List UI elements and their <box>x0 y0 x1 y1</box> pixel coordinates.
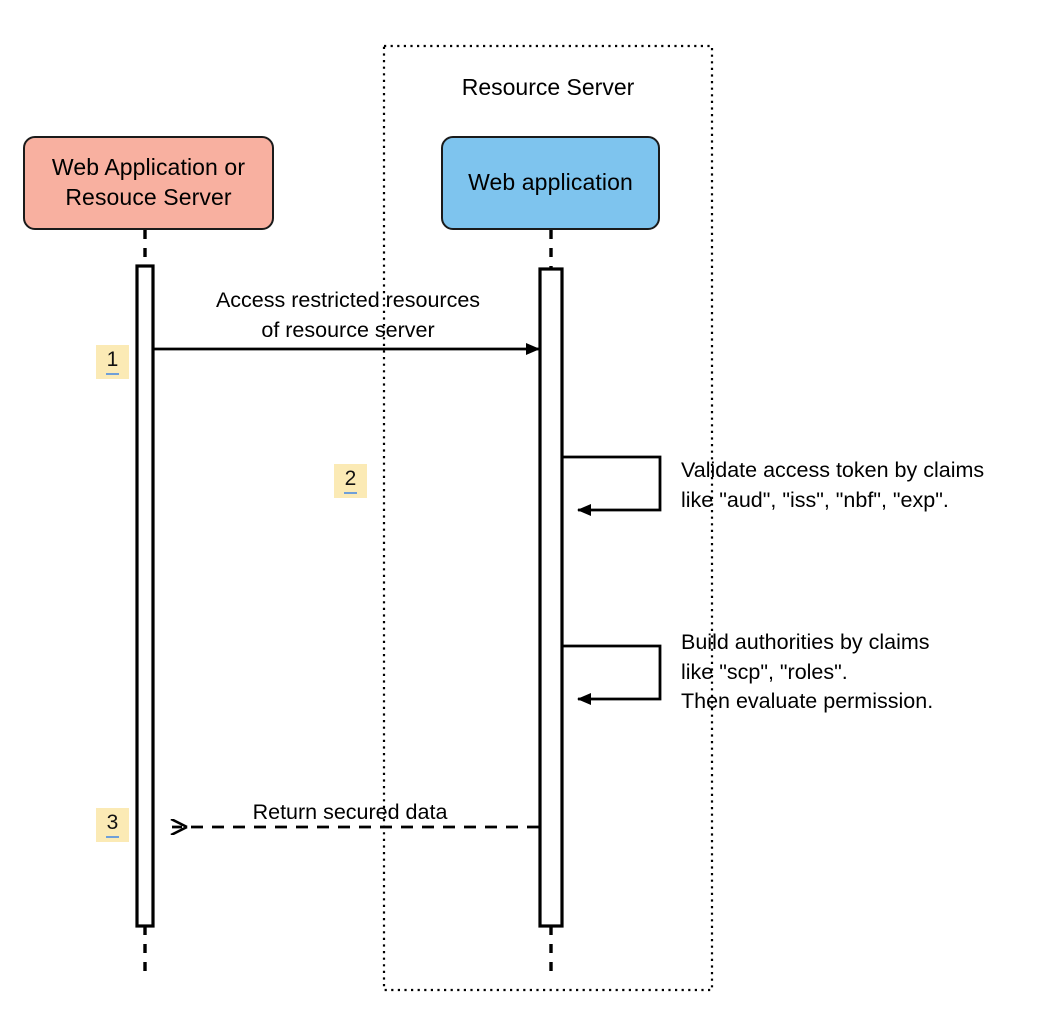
activation-bar-server <box>538 267 564 928</box>
message-label-validate-access-token: Validate access token by claims like "au… <box>681 458 985 512</box>
message-label-return-secured-data: Return secured data <box>252 800 448 824</box>
activation-bar-client <box>135 264 155 928</box>
step-badge-1[interactable]: 1 <box>96 345 129 379</box>
step-badge-1-number: 1 <box>105 349 120 375</box>
participant-web-application-or-resource-server[interactable]: Web Application or Resouce Server <box>23 136 274 230</box>
participant-web-application[interactable]: Web application <box>441 136 660 230</box>
step-badge-2[interactable]: 2 <box>334 464 367 498</box>
message-arrow-2-self-call <box>563 455 662 516</box>
boundary-label-resource-server: Resource Server <box>461 74 635 100</box>
message-label-build-authorities: Build authorities by claims like "scp", … <box>681 630 934 714</box>
message-label-access-restricted-resources: Access restricted resources of resource … <box>215 288 481 342</box>
step-badge-3-number: 3 <box>105 812 120 838</box>
step-badge-3[interactable]: 3 <box>96 808 129 842</box>
message-arrow-3-self-call <box>563 644 662 705</box>
step-badge-2-number: 2 <box>343 468 358 494</box>
